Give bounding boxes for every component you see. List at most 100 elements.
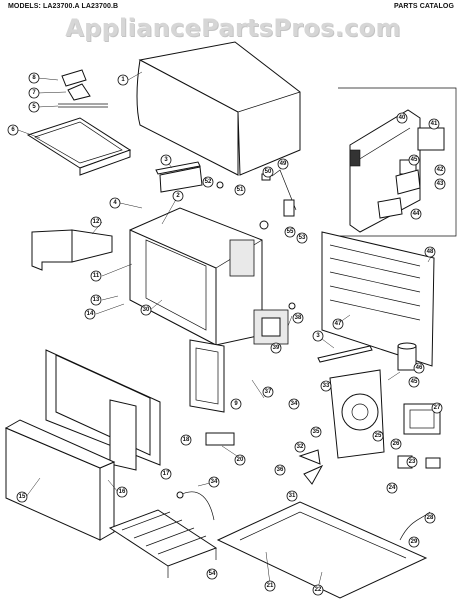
callout-27: 27 xyxy=(431,402,443,414)
svg-text:25: 25 xyxy=(375,433,382,439)
svg-text:33: 33 xyxy=(323,383,330,389)
svg-text:41: 41 xyxy=(431,121,438,127)
svg-text:37: 37 xyxy=(265,389,272,395)
svg-text:3: 3 xyxy=(316,333,320,339)
part-control-panel-inset xyxy=(338,87,457,237)
svg-text:46: 46 xyxy=(416,365,423,371)
part-bracket-left xyxy=(31,229,113,271)
svg-text:1: 1 xyxy=(121,77,125,83)
svg-text:48: 48 xyxy=(427,249,434,255)
svg-text:54: 54 xyxy=(209,571,216,577)
part-door xyxy=(4,419,116,541)
svg-text:36: 36 xyxy=(277,467,284,473)
callout-3b: 3 xyxy=(312,330,324,342)
svg-text:52: 52 xyxy=(205,179,212,185)
svg-text:53: 53 xyxy=(299,235,306,241)
svg-text:44: 44 xyxy=(413,211,420,217)
svg-text:12: 12 xyxy=(93,219,100,225)
part-wire-harness xyxy=(176,491,215,521)
part-small-switches xyxy=(216,169,297,230)
svg-text:35: 35 xyxy=(313,429,320,435)
part-magnetron xyxy=(253,302,296,345)
callout-54: 54 xyxy=(206,568,218,580)
part-base-plate xyxy=(216,501,428,599)
parts-catalog-label: PARTS CATALOG xyxy=(393,3,454,10)
part-fan xyxy=(298,449,324,485)
part-fan-motor-assembly xyxy=(329,369,385,459)
svg-text:16: 16 xyxy=(119,489,126,495)
svg-text:6: 6 xyxy=(11,127,15,133)
callout-29: 29 xyxy=(408,536,420,548)
callout-45b: 45 xyxy=(408,376,420,388)
svg-text:49: 49 xyxy=(280,161,287,167)
callout-26: 26 xyxy=(390,438,402,450)
callout-37: 37 xyxy=(262,386,274,398)
callout-11: 11 xyxy=(90,270,102,282)
callout-52: 52 xyxy=(202,176,214,188)
svg-text:8: 8 xyxy=(32,75,36,81)
svg-text:2: 2 xyxy=(176,193,180,199)
callout-53: 53 xyxy=(296,232,308,244)
callout-8: 8 xyxy=(28,72,40,84)
svg-text:34: 34 xyxy=(211,479,218,485)
callout-39: 39 xyxy=(270,342,282,354)
svg-text:32: 32 xyxy=(297,444,304,450)
callout-6: 6 xyxy=(7,124,19,136)
callout-55: 55 xyxy=(284,226,296,238)
part-cavity xyxy=(129,207,263,346)
callout-15: 15 xyxy=(16,491,28,503)
svg-text:23: 23 xyxy=(409,459,416,465)
callout-51: 51 xyxy=(234,184,246,196)
callout-16: 16 xyxy=(116,486,128,498)
svg-text:30: 30 xyxy=(143,307,150,313)
part-lower-bar xyxy=(317,345,373,363)
svg-text:51: 51 xyxy=(237,187,244,193)
svg-text:29: 29 xyxy=(411,539,418,545)
part-oven-rack xyxy=(108,509,218,578)
svg-text:20: 20 xyxy=(237,457,244,463)
callout-2: 2 xyxy=(172,190,184,202)
part-bar xyxy=(155,161,203,193)
callout-34b: 34 xyxy=(208,476,220,488)
callout-47: 47 xyxy=(332,318,344,330)
callout-34: 34 xyxy=(288,398,300,410)
callout-45: 45 xyxy=(408,154,420,166)
callout-3: 3 xyxy=(160,154,172,166)
callout-30: 30 xyxy=(140,304,152,316)
part-relay xyxy=(205,432,235,446)
callout-21: 21 xyxy=(264,580,276,592)
callout-38: 38 xyxy=(292,312,304,324)
svg-text:47: 47 xyxy=(335,321,342,327)
svg-text:31: 31 xyxy=(289,493,296,499)
svg-text:7: 7 xyxy=(32,90,36,96)
svg-text:27: 27 xyxy=(434,405,441,411)
callout-42: 42 xyxy=(434,164,446,176)
callout-36: 36 xyxy=(274,464,286,476)
svg-text:13: 13 xyxy=(93,297,100,303)
models-label: MODELS: LA23700.A LA23700.B xyxy=(8,3,119,10)
callout-17: 17 xyxy=(160,468,172,480)
callout-33: 33 xyxy=(320,380,332,392)
callout-14: 14 xyxy=(84,308,96,320)
callout-41: 41 xyxy=(428,118,440,130)
callout-48: 48 xyxy=(424,246,436,258)
svg-text:21: 21 xyxy=(267,583,274,589)
callout-31: 31 xyxy=(286,490,298,502)
svg-text:22: 22 xyxy=(315,587,322,593)
svg-text:3: 3 xyxy=(164,157,168,163)
callout-18: 18 xyxy=(180,434,192,446)
svg-text:55: 55 xyxy=(287,229,294,235)
svg-text:43: 43 xyxy=(437,181,444,187)
part-tray-panel xyxy=(26,117,132,176)
svg-text:9: 9 xyxy=(234,401,238,407)
svg-text:26: 26 xyxy=(393,441,400,447)
svg-text:38: 38 xyxy=(295,315,302,321)
callout-24: 24 xyxy=(386,482,398,494)
callout-22: 22 xyxy=(312,584,324,596)
callout-43: 43 xyxy=(434,178,446,190)
svg-text:24: 24 xyxy=(389,485,396,491)
callout-25: 25 xyxy=(372,430,384,442)
svg-text:5: 5 xyxy=(32,104,36,110)
callout-12: 12 xyxy=(90,216,102,228)
